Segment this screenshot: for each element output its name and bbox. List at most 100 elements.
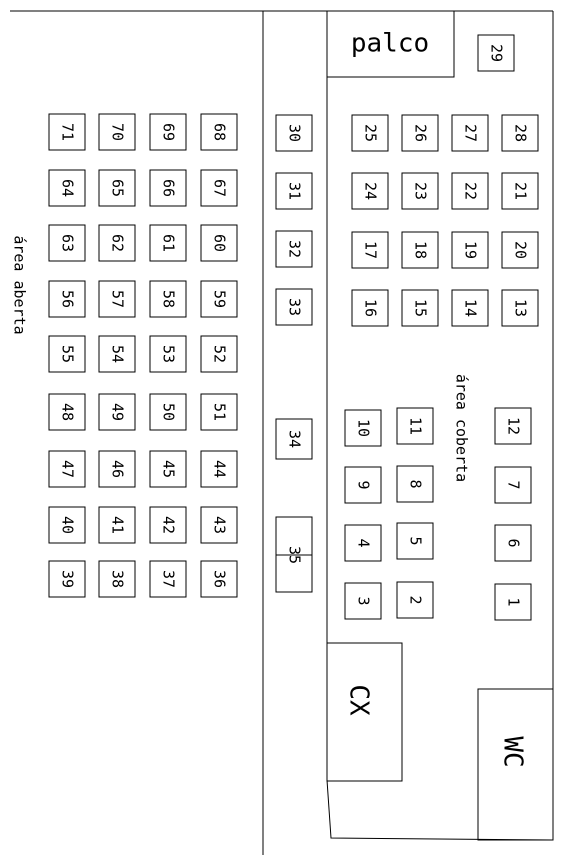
table-51[interactable]: 51 [200, 393, 238, 431]
table-number: 60 [211, 234, 229, 252]
table-25[interactable]: 25 [351, 114, 389, 152]
table-number: 68 [211, 123, 229, 141]
table-10[interactable]: 10 [344, 409, 382, 447]
table-53[interactable]: 53 [149, 335, 187, 373]
table-7[interactable]: 7 [494, 466, 532, 504]
table-31[interactable]: 31 [275, 172, 313, 210]
table-13[interactable]: 13 [501, 289, 539, 327]
table-58[interactable]: 58 [149, 280, 187, 318]
table-6[interactable]: 6 [494, 524, 532, 562]
table-50[interactable]: 50 [149, 393, 187, 431]
table-48[interactable]: 48 [48, 393, 86, 431]
table-number: 47 [59, 460, 77, 478]
table-34[interactable]: 34 [275, 418, 313, 460]
table-45[interactable]: 45 [149, 450, 187, 488]
table-33[interactable]: 33 [275, 288, 313, 326]
stage-label: palco [351, 29, 429, 59]
table-35[interactable]: 35 [275, 516, 313, 593]
table-59[interactable]: 59 [200, 280, 238, 318]
table-19[interactable]: 19 [451, 231, 489, 269]
table-number: 17 [362, 241, 380, 259]
table-43[interactable]: 43 [200, 506, 238, 544]
table-69[interactable]: 69 [149, 113, 187, 151]
table-number: 19 [462, 241, 480, 259]
table-56[interactable]: 56 [48, 280, 86, 318]
table-71[interactable]: 71 [48, 113, 86, 151]
table-number: 6 [505, 538, 523, 547]
table-number: 18 [412, 241, 430, 259]
table-47[interactable]: 47 [48, 450, 86, 488]
table-46[interactable]: 46 [98, 450, 136, 488]
table-23[interactable]: 23 [401, 172, 439, 210]
table-60[interactable]: 60 [200, 224, 238, 262]
table-number: 35 [286, 546, 304, 564]
table-39[interactable]: 39 [48, 560, 86, 598]
table-28[interactable]: 28 [501, 114, 539, 152]
table-number: 46 [109, 460, 127, 478]
table-18[interactable]: 18 [401, 231, 439, 269]
table-21[interactable]: 21 [501, 172, 539, 210]
table-40[interactable]: 40 [48, 506, 86, 544]
table-number: 24 [362, 182, 380, 200]
table-number: 45 [160, 460, 178, 478]
table-37[interactable]: 37 [149, 560, 187, 598]
table-30[interactable]: 30 [275, 114, 313, 152]
table-26[interactable]: 26 [401, 114, 439, 152]
table-number: 57 [109, 290, 127, 308]
table-number: 22 [462, 182, 480, 200]
covered-area-label: área coberta [453, 374, 471, 482]
table-2[interactable]: 2 [396, 581, 434, 619]
table-62[interactable]: 62 [98, 224, 136, 262]
table-20[interactable]: 20 [501, 231, 539, 269]
table-number: 37 [160, 570, 178, 588]
table-70[interactable]: 70 [98, 113, 136, 151]
table-65[interactable]: 65 [98, 169, 136, 207]
table-15[interactable]: 15 [401, 289, 439, 327]
table-66[interactable]: 66 [149, 169, 187, 207]
table-68[interactable]: 68 [200, 113, 238, 151]
table-49[interactable]: 49 [98, 393, 136, 431]
table-54[interactable]: 54 [98, 335, 136, 373]
table-27[interactable]: 27 [451, 114, 489, 152]
table-42[interactable]: 42 [149, 506, 187, 544]
table-number: 71 [59, 123, 77, 141]
table-52[interactable]: 52 [200, 335, 238, 373]
table-number: 52 [211, 345, 229, 363]
table-61[interactable]: 61 [149, 224, 187, 262]
table-44[interactable]: 44 [200, 450, 238, 488]
covered-area-outline [326, 11, 554, 841]
table-number: 64 [59, 179, 77, 197]
table-number: 14 [462, 299, 480, 317]
table-9[interactable]: 9 [344, 466, 382, 504]
table-14[interactable]: 14 [451, 289, 489, 327]
table-67[interactable]: 67 [200, 169, 238, 207]
table-12[interactable]: 12 [494, 407, 532, 445]
restroom: WC [477, 688, 554, 841]
table-38[interactable]: 38 [98, 560, 136, 598]
table-24[interactable]: 24 [351, 172, 389, 210]
table-57[interactable]: 57 [98, 280, 136, 318]
table-29[interactable]: 29 [477, 34, 515, 72]
table-32[interactable]: 32 [275, 230, 313, 268]
table-63[interactable]: 63 [48, 224, 86, 262]
table-4[interactable]: 4 [344, 524, 382, 562]
table-number: 7 [505, 480, 523, 489]
cashier-label: CX [344, 684, 374, 716]
table-41[interactable]: 41 [98, 506, 136, 544]
table-number: 41 [109, 516, 127, 534]
table-1[interactable]: 1 [494, 583, 532, 621]
table-17[interactable]: 17 [351, 231, 389, 269]
table-16[interactable]: 16 [351, 289, 389, 327]
table-22[interactable]: 22 [451, 172, 489, 210]
table-number: 44 [211, 460, 229, 478]
table-number: 33 [286, 298, 304, 316]
table-64[interactable]: 64 [48, 169, 86, 207]
table-3[interactable]: 3 [344, 582, 382, 620]
table-8[interactable]: 8 [396, 465, 434, 503]
table-5[interactable]: 5 [396, 522, 434, 560]
table-number: 53 [160, 345, 178, 363]
table-number: 27 [462, 124, 480, 142]
table-11[interactable]: 11 [396, 407, 434, 445]
table-36[interactable]: 36 [200, 560, 238, 598]
table-55[interactable]: 55 [48, 335, 86, 373]
